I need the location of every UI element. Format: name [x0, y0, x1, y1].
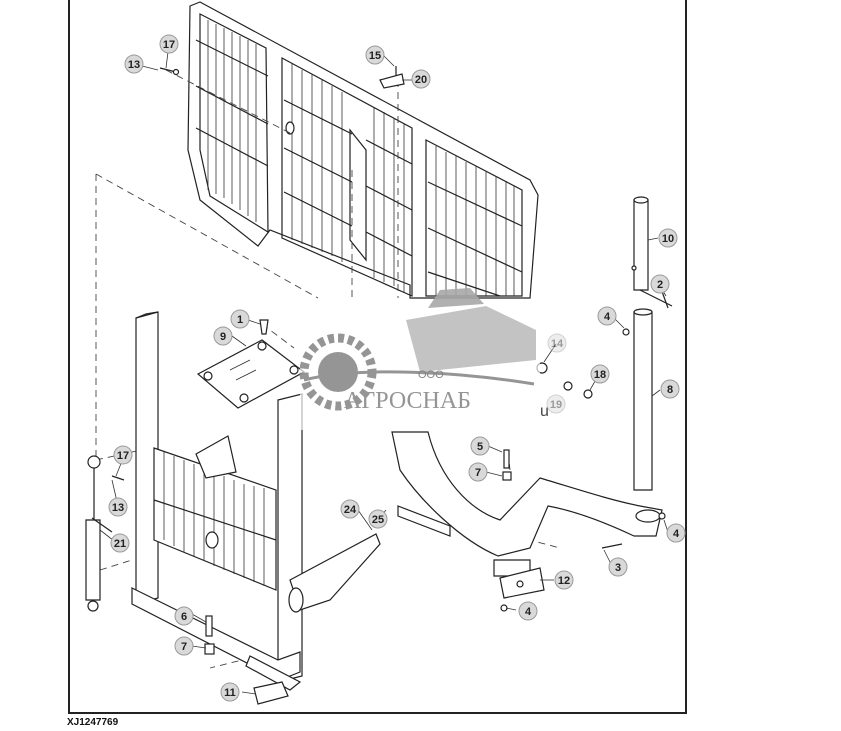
callout-19: 19 — [546, 394, 566, 414]
watermark-company-name: АГРОСНАБ — [344, 388, 471, 414]
callout-12: 12 — [554, 570, 574, 590]
callout-label: 14 — [551, 338, 564, 350]
callout-circle — [159, 34, 179, 54]
callout-circle — [220, 682, 240, 702]
callout-2: 2 — [650, 274, 670, 294]
callout-label: 1 — [237, 314, 243, 326]
callout-circle — [213, 326, 233, 346]
grille-screen — [187, 1, 539, 299]
callout-24: 24 — [340, 499, 360, 519]
callout-label: 5 — [477, 441, 483, 453]
watermark-prefix: ООО — [418, 369, 444, 381]
callout-circle — [590, 364, 610, 384]
callout-10: 10 — [658, 228, 678, 248]
callout-label: 10 — [662, 233, 674, 245]
callout-7: 7 — [174, 636, 194, 656]
callout-14: 14 — [547, 333, 567, 353]
callout-circle — [650, 274, 670, 294]
callout-circle — [365, 45, 385, 65]
callout-circle — [470, 436, 490, 456]
callout-circle — [368, 509, 388, 529]
callout-17: 17 — [159, 34, 179, 54]
callout-label: 21 — [114, 538, 126, 550]
callout-8: 8 — [660, 379, 680, 399]
callout-circle — [546, 394, 566, 414]
callout-15: 15 — [365, 45, 385, 65]
callout-18: 18 — [590, 364, 610, 384]
callout-circle — [547, 333, 567, 353]
callout-label: 4 — [673, 528, 680, 540]
callout-label: 15 — [369, 50, 381, 62]
callout-label: 7 — [475, 467, 481, 479]
watermark-suffix: u — [540, 403, 549, 420]
callout-circle — [113, 445, 133, 465]
callout-label: 4 — [604, 311, 611, 323]
callout-circle — [597, 306, 617, 326]
callout-label: 6 — [181, 611, 187, 623]
callout-13: 13 — [108, 497, 128, 517]
callout-label: 7 — [181, 641, 187, 653]
diagram-frame — [68, 0, 687, 714]
callout-7: 7 — [468, 462, 488, 482]
callout-4: 4 — [666, 523, 686, 543]
callout-label: 13 — [112, 502, 124, 514]
callout-label: 3 — [615, 562, 621, 574]
callout-label: 11 — [224, 687, 236, 699]
callout-11: 11 — [220, 682, 240, 702]
callout-label: 25 — [372, 514, 384, 526]
callout-5: 5 — [470, 436, 490, 456]
callout-label: 17 — [117, 450, 129, 462]
watermark-logo: ООО АГРОСНАБ u — [299, 288, 549, 430]
callout-label: 8 — [667, 384, 673, 396]
mounting-plate — [196, 319, 306, 409]
callout-21: 21 — [110, 533, 130, 553]
left-support-frame — [131, 311, 381, 691]
callout-label: 24 — [344, 504, 357, 516]
callout-label: 17 — [163, 39, 175, 51]
callout-circle — [124, 54, 144, 74]
callout-circle — [468, 462, 488, 482]
callout-circle — [230, 309, 250, 329]
callout-label: 13 — [128, 59, 140, 71]
callout-6: 6 — [174, 606, 194, 626]
swing-arm — [391, 431, 663, 612]
callout-circle — [411, 69, 431, 89]
callout-circle — [660, 379, 680, 399]
callout-20: 20 — [411, 69, 431, 89]
callout-4: 4 — [597, 306, 617, 326]
gas-strut — [85, 455, 125, 612]
callout-circle — [340, 499, 360, 519]
callout-label: 20 — [415, 74, 427, 86]
callout-17: 17 — [113, 445, 133, 465]
callout-label: 2 — [657, 279, 663, 291]
post-tubes — [622, 196, 673, 491]
callout-circle — [518, 601, 538, 621]
callout-circle — [666, 523, 686, 543]
callout-3: 3 — [608, 557, 628, 577]
callout-circle — [608, 557, 628, 577]
callout-label: 12 — [558, 575, 570, 587]
callout-label: 9 — [220, 331, 226, 343]
figure-id: XJ1247769 — [67, 717, 119, 728]
callout-label: 19 — [550, 399, 562, 411]
callout-circle — [174, 636, 194, 656]
callout-circle — [658, 228, 678, 248]
callout-13: 13 — [124, 54, 144, 74]
callout-label: 18 — [594, 369, 606, 381]
callout-circle — [554, 570, 574, 590]
callout-circle — [174, 606, 194, 626]
callout-circle — [108, 497, 128, 517]
callout-circle — [110, 533, 130, 553]
callout-label: 4 — [525, 606, 532, 618]
callout-4: 4 — [518, 601, 538, 621]
callout-25: 25 — [368, 509, 388, 529]
callout-9: 9 — [213, 326, 233, 346]
callout-1: 1 — [230, 309, 250, 329]
